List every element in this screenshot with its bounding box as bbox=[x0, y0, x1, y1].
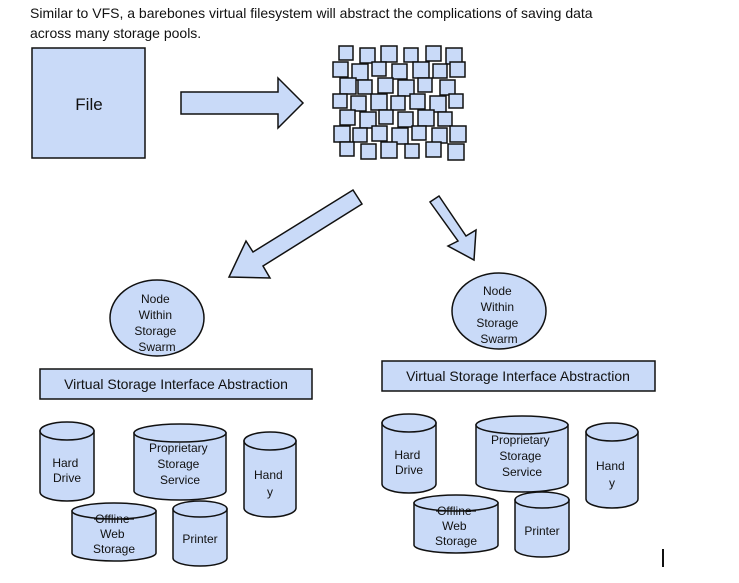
intro-line-1: Similar to VFS, a barebones virtual file… bbox=[30, 5, 593, 21]
fragment-square bbox=[417, 109, 435, 127]
right-proprietary-cylinder bbox=[475, 415, 569, 493]
right-handy-cylinder bbox=[585, 422, 639, 509]
fragment-square bbox=[411, 125, 427, 141]
fragment-square bbox=[333, 125, 351, 143]
fragment-square bbox=[425, 141, 442, 158]
fragment-square bbox=[360, 143, 377, 160]
right-abstraction-label: Virtual Storage Interface Abstraction bbox=[406, 368, 630, 384]
fragment-square bbox=[371, 125, 388, 142]
fragment-square bbox=[339, 77, 357, 95]
down-left-arrow bbox=[227, 188, 364, 279]
down-right-arrow bbox=[428, 194, 477, 262]
fragment-square bbox=[380, 141, 398, 159]
fragment-square bbox=[377, 77, 394, 94]
fragment-square bbox=[359, 111, 377, 129]
right-hard-drive-cylinder bbox=[381, 413, 437, 494]
fragment-square bbox=[339, 109, 356, 126]
fragment-square bbox=[397, 79, 415, 97]
left-proprietary-cylinder bbox=[133, 423, 227, 501]
fragment-square bbox=[439, 79, 456, 96]
right-proprietary-label: Proprietary Storage Service bbox=[491, 433, 553, 479]
left-abstraction-label: Virtual Storage Interface Abstraction bbox=[64, 376, 288, 392]
right-storage-stack: Node Within Storage Swarm Virtual Storag… bbox=[381, 272, 656, 558]
left-node-label: Node Within Storage Swarm bbox=[134, 292, 179, 354]
fragment-square bbox=[370, 93, 388, 111]
intro-text: Similar to VFS, a barebones virtual file… bbox=[30, 3, 670, 43]
left-handy-cylinder bbox=[243, 431, 297, 518]
fragment-square bbox=[425, 45, 442, 62]
left-storage-stack: Node Within Storage Swarm Virtual Storag… bbox=[39, 279, 313, 567]
text-cursor bbox=[662, 549, 664, 567]
fragment-square bbox=[332, 61, 349, 78]
left-proprietary-label: Proprietary Storage Service bbox=[149, 441, 211, 487]
fragment-square bbox=[409, 93, 426, 110]
left-printer-cylinder bbox=[172, 500, 228, 567]
fragment-square bbox=[449, 61, 466, 78]
fragment-square bbox=[359, 47, 376, 64]
right-hard-drive-label: Hard Drive bbox=[394, 448, 423, 477]
fragment-square bbox=[449, 125, 467, 143]
fragment-square bbox=[437, 111, 453, 127]
fragment-square bbox=[332, 93, 348, 109]
fragment-square bbox=[352, 127, 368, 143]
left-abstraction-bar bbox=[39, 368, 313, 400]
fragment-square bbox=[431, 127, 448, 144]
right-handy-label: Hand y bbox=[596, 459, 628, 490]
fragment-square bbox=[447, 143, 465, 161]
fragment-square bbox=[448, 93, 464, 109]
right-abstraction-bar bbox=[381, 360, 656, 392]
file-box bbox=[31, 47, 146, 159]
fragment-square bbox=[417, 77, 433, 93]
fragment-square bbox=[391, 63, 408, 80]
fragment-square bbox=[432, 63, 448, 79]
right-node-ellipse bbox=[451, 272, 547, 350]
fragment-square bbox=[403, 47, 419, 63]
fragment-square bbox=[357, 79, 373, 95]
left-offline-storage-cylinder bbox=[71, 502, 157, 562]
fragment-square bbox=[390, 95, 406, 111]
fragment-square bbox=[338, 45, 354, 61]
fragment-grid bbox=[332, 45, 467, 161]
left-node-ellipse bbox=[109, 279, 205, 357]
left-offline-storage-label: Offline Web Storage bbox=[93, 512, 135, 556]
intro-line-2: across many storage pools. bbox=[30, 25, 202, 41]
file-label: File bbox=[75, 95, 102, 114]
left-hard-drive-cylinder bbox=[39, 421, 95, 502]
fragment-square bbox=[397, 111, 414, 128]
right-printer-cylinder bbox=[514, 491, 570, 558]
left-handy-label: Hand y bbox=[254, 468, 286, 499]
left-printer-label: Printer bbox=[182, 532, 217, 546]
right-arrow-shape bbox=[180, 76, 305, 130]
fragment-square bbox=[371, 61, 387, 77]
left-hard-drive-label: Hard Drive bbox=[52, 456, 81, 485]
fragment-square bbox=[391, 127, 409, 145]
fragment-square bbox=[350, 95, 367, 112]
right-node-label: Node Within Storage Swarm bbox=[476, 284, 521, 346]
fragment-square bbox=[380, 45, 398, 63]
fragment-square bbox=[378, 109, 394, 125]
right-printer-label: Printer bbox=[524, 524, 559, 538]
fragment-square bbox=[412, 61, 430, 79]
fragment-square bbox=[404, 143, 420, 159]
fragment-square bbox=[339, 141, 355, 157]
